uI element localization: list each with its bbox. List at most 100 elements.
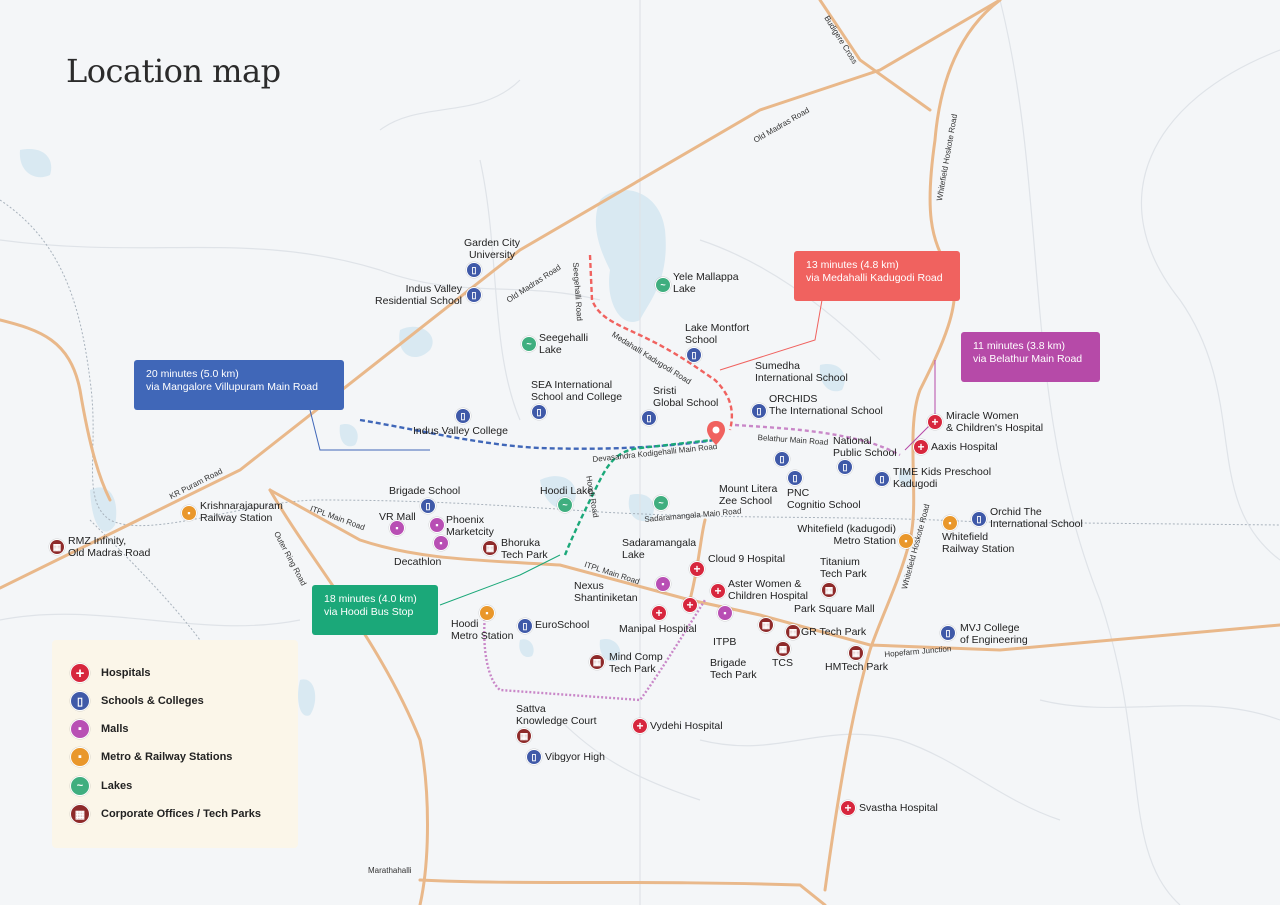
lake-icon[interactable]: ~ <box>655 277 671 293</box>
callout-magenta-line1: 11 minutes (3.8 km) <box>973 340 1066 352</box>
metro-icon[interactable]: ▪ <box>181 505 197 521</box>
place-tcs: TCS <box>772 657 793 669</box>
legend-item-metro: ▪ Metro & Railway Stations <box>70 747 232 767</box>
corporate-icon[interactable]: ▦ <box>848 645 864 661</box>
place-hmtech: HMTech Park <box>825 661 889 673</box>
mall-icon[interactable]: ▪ <box>389 520 405 536</box>
corporate-icon[interactable]: ▦ <box>516 728 532 744</box>
hospital-icon[interactable]: + <box>651 605 667 621</box>
lake-icon: ~ <box>70 776 90 796</box>
hospital-icon: + <box>70 663 90 683</box>
corporate-icon[interactable]: ▦ <box>589 654 605 670</box>
road-label-marathahalli: Marathahalli <box>368 866 412 875</box>
water-bodies <box>19 149 915 716</box>
corporate-icon[interactable]: ▦ <box>758 617 774 633</box>
place-indus-valley-college: Indus Valley College <box>413 425 508 437</box>
school-icon[interactable]: ▯ <box>526 749 542 765</box>
corporate-icon[interactable]: ▦ <box>482 540 498 556</box>
school-icon[interactable]: ▯ <box>686 347 702 363</box>
metro-icon[interactable]: ▪ <box>479 605 495 621</box>
school-icon[interactable]: ▯ <box>874 471 890 487</box>
legend-item-malls: ▪ Malls <box>70 719 129 739</box>
school-icon[interactable]: ▯ <box>517 618 533 634</box>
route-green <box>563 438 713 556</box>
legend-label: Schools & Colleges <box>101 695 204 707</box>
callout-green-line2: via Hoodi Bus Stop <box>324 606 414 618</box>
callout-red-line1: 13 minutes (4.8 km) <box>806 259 899 271</box>
lake-icon[interactable]: ~ <box>521 336 537 352</box>
callout-blue-line1: 20 minutes (5.0 km) <box>146 368 239 380</box>
hospital-icon[interactable]: + <box>689 561 705 577</box>
school-icon[interactable]: ▯ <box>774 451 790 467</box>
school-icon[interactable]: ▯ <box>531 404 547 420</box>
route-magenta <box>734 423 901 457</box>
corporate-icon[interactable]: ▦ <box>775 641 791 657</box>
school-icon[interactable]: ▯ <box>466 262 482 278</box>
place-brigade-school: Brigade School <box>389 485 461 497</box>
school-icon[interactable]: ▯ <box>420 498 436 514</box>
project-location-pin-icon[interactable] <box>706 420 726 446</box>
hospital-icon[interactable]: + <box>913 439 929 455</box>
school-icon[interactable]: ▯ <box>751 403 767 419</box>
place-svastha: Svastha Hospital <box>859 802 938 814</box>
corporate-icon[interactable]: ▦ <box>785 624 801 640</box>
metro-icon[interactable]: ▪ <box>898 533 914 549</box>
legend-item-lakes: ~ Lakes <box>70 776 132 796</box>
school-icon[interactable]: ▯ <box>455 408 471 424</box>
legend-label: Corporate Offices / Tech Parks <box>101 808 261 820</box>
school-icon[interactable]: ▯ <box>940 625 956 641</box>
school-icon[interactable]: ▯ <box>837 459 853 475</box>
place-vr-mall: VR Mall <box>379 511 416 523</box>
routes <box>359 254 901 702</box>
callout-blue: 20 minutes (5.0 km) via Mangalore Villup… <box>134 360 344 410</box>
corporate-icon: ▦ <box>70 804 90 824</box>
mall-icon[interactable]: ▪ <box>717 605 733 621</box>
legend-item-schools: ▯ Schools & Colleges <box>70 691 204 711</box>
callout-red: 13 minutes (4.8 km) via Medahalli Kadugo… <box>794 251 960 301</box>
hospital-icon[interactable]: + <box>840 800 856 816</box>
legend-label: Malls <box>101 723 129 735</box>
hospital-icon[interactable]: + <box>632 718 648 734</box>
page-title: Location map <box>66 52 281 90</box>
legend-label: Lakes <box>101 780 133 792</box>
place-aster: Aster Women &Children Hospital <box>728 578 808 602</box>
mall-icon[interactable]: ▪ <box>433 535 449 551</box>
mall-icon[interactable]: ▪ <box>655 576 671 592</box>
mall-icon[interactable]: ▪ <box>429 517 445 533</box>
railways <box>0 199 1280 641</box>
lake-icon[interactable]: ~ <box>557 497 573 513</box>
school-icon[interactable]: ▯ <box>787 470 803 486</box>
metro-icon[interactable]: ▪ <box>942 515 958 531</box>
school-icon[interactable]: ▯ <box>971 511 987 527</box>
corporate-icon[interactable]: ▦ <box>49 539 65 555</box>
school-icon[interactable]: ▯ <box>466 287 482 303</box>
corporate-icon[interactable]: ▦ <box>821 582 837 598</box>
mall-icon: ▪ <box>70 719 90 739</box>
hospital-icon[interactable]: + <box>927 414 943 430</box>
hospital-icon[interactable]: + <box>710 583 726 599</box>
lake-icon[interactable]: ~ <box>653 495 669 511</box>
school-icon[interactable]: ▯ <box>641 410 657 426</box>
place-vydehi: Vydehi Hospital <box>650 720 723 732</box>
hospital-icon[interactable]: + <box>682 597 698 613</box>
